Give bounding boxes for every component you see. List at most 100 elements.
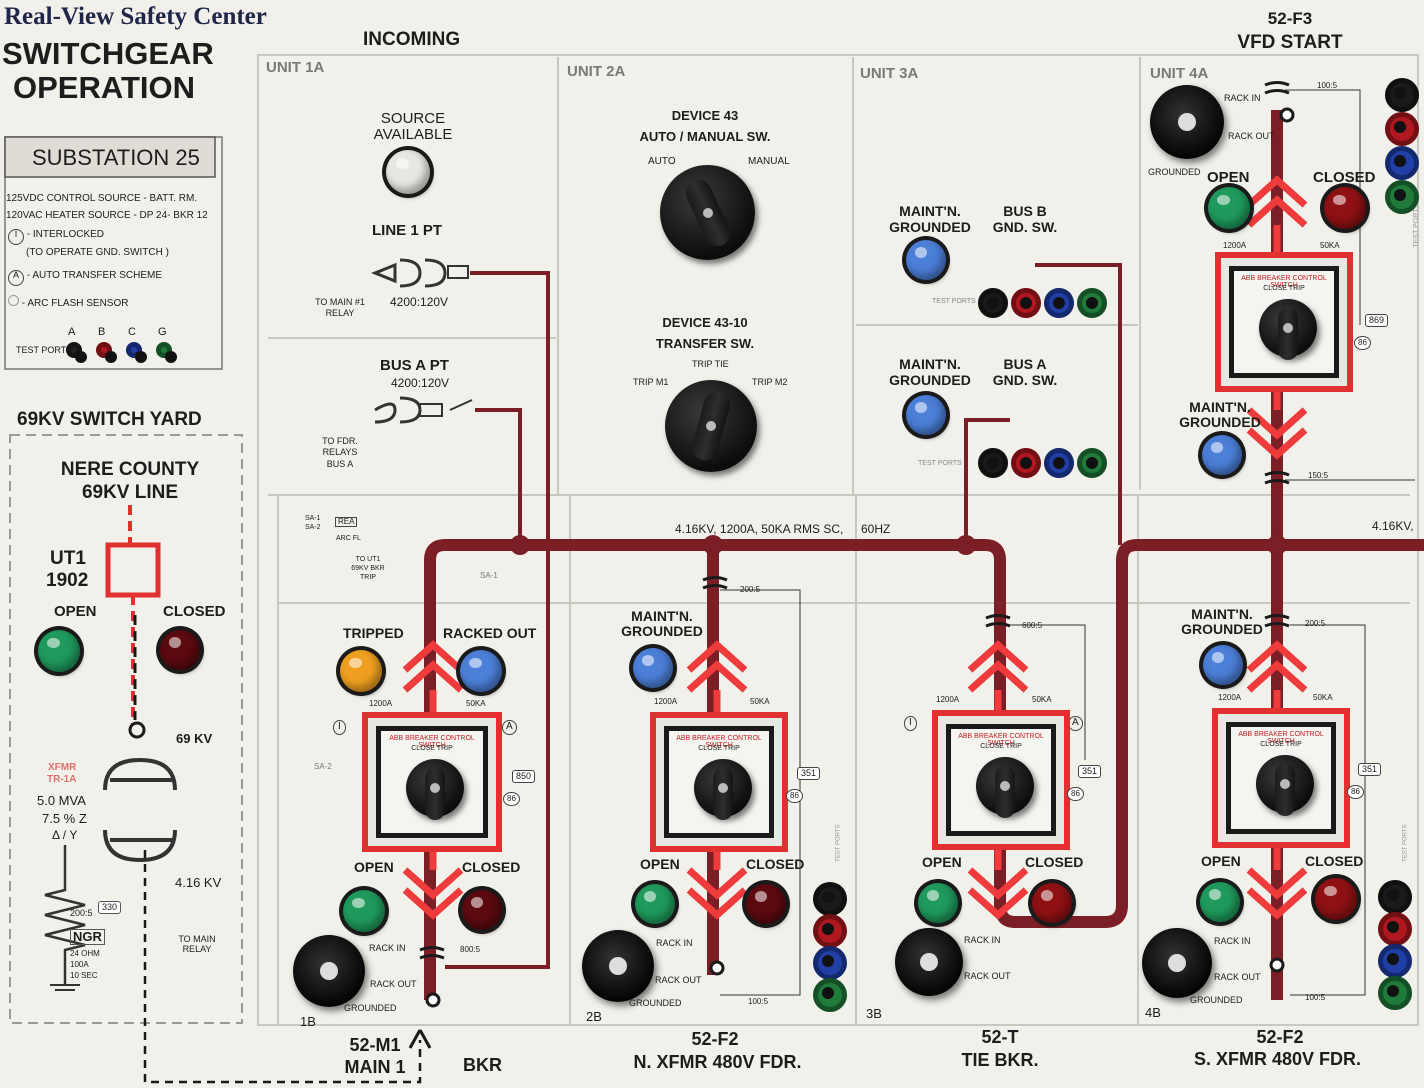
- bus-a-test-port-b[interactable]: [1011, 448, 1041, 478]
- tie-breaker-control-switch[interactable]: ABB BREAKER CONTROL SWITCH CLOSE TRIP: [932, 710, 1070, 850]
- unit-4a-test-port-c[interactable]: [1385, 146, 1419, 180]
- main-1-lockout-86: 86: [503, 792, 520, 807]
- device-43-10-label: DEVICE 43-10: [662, 315, 748, 330]
- fdr-s-rack-out-label: RACK OUT: [1214, 972, 1261, 982]
- trip-m1-label: TRIP M1: [633, 377, 669, 387]
- unit-4a-test-port-g[interactable]: [1385, 180, 1419, 214]
- port-letter-b: B: [98, 326, 106, 338]
- fdr-s-amps: 1200A: [1218, 693, 1242, 702]
- fdr-n-control-knob[interactable]: [694, 759, 752, 820]
- main-1-rack-out-label: RACK OUT: [370, 979, 417, 989]
- unit-4a-amps: 1200A: [1223, 241, 1247, 250]
- bus-a-test-port-g[interactable]: [1077, 448, 1107, 478]
- fdr-n-grounded-label: GROUNDED: [629, 998, 682, 1008]
- auto-manual-selector-switch[interactable]: [660, 165, 755, 260]
- tie-racking-key-lock[interactable]: [895, 928, 963, 996]
- fdr-s-open-lamp: [1200, 882, 1240, 922]
- unit-4a-grounded-label: GROUNDED: [1148, 167, 1201, 177]
- unit-4a-breaker-control-switch[interactable]: ABB BREAKER CONTROL SWITCH CLOSE TRIP: [1215, 252, 1353, 392]
- legend-port-g[interactable]: [156, 342, 177, 363]
- fdr-s-racking-key-lock[interactable]: [1142, 928, 1212, 998]
- rea-relay: REA: [335, 517, 358, 528]
- unit-4a-rack-out-label: RACK OUT: [1228, 131, 1275, 141]
- ngr-relay-number: 330: [98, 901, 122, 915]
- unit-4a-lockout-86: 86: [1354, 336, 1371, 351]
- fdr-n-test-port-g[interactable]: [813, 978, 847, 1012]
- unit-4a-relay-869: 869: [1365, 314, 1389, 328]
- bus-b-test-ports-label: TEST PORTS: [932, 298, 976, 305]
- main-1-open-lamp: [343, 890, 385, 932]
- fdr-s-test-port-g[interactable]: [1378, 976, 1412, 1010]
- bus-a-pt-ratio: 4200:120V: [391, 376, 450, 390]
- unit-4b-label: 4B: [1145, 1005, 1161, 1020]
- abb-caption: ABB BREAKER CONTROL SWITCH: [389, 735, 475, 749]
- breaker-id-1: UT1: [50, 548, 86, 569]
- transfer-selector-switch[interactable]: [665, 380, 757, 472]
- xfmr-label: XFMR: [48, 762, 77, 773]
- unit-4a-test-port-a[interactable]: [1385, 78, 1419, 112]
- tie-closed-label: CLOSED: [1025, 854, 1084, 870]
- bus-a-test-port-a[interactable]: [978, 448, 1008, 478]
- fdr-n-ka: 50KA: [750, 697, 770, 706]
- unit-4a-racking-key-lock[interactable]: [1150, 85, 1224, 159]
- fdr-n-test-port-b[interactable]: [813, 914, 847, 948]
- main-1-tripped-lamp: [340, 650, 382, 692]
- fdr-s-test-ports-label: TEST PORTS: [1402, 824, 1409, 862]
- main-1-control-knob[interactable]: [406, 759, 464, 820]
- abb-caption: ABB BREAKER CONTROL SWITCH: [676, 735, 762, 749]
- bus-frequency-label: 60HZ: [861, 522, 891, 536]
- bus-b-test-port-a[interactable]: [978, 288, 1008, 318]
- fdr-n-test-port-c[interactable]: [813, 946, 847, 980]
- to-fdr-relays-3: BUS A: [326, 459, 354, 469]
- sa2-sensor-label: SA-2: [314, 762, 332, 771]
- legend-port-b[interactable]: [96, 342, 117, 363]
- unit-4a-control-knob[interactable]: [1259, 299, 1317, 360]
- fdr-n-open-lamp: [635, 884, 675, 924]
- abb-caption: ABB BREAKER CONTROL SWITCH: [958, 733, 1044, 747]
- tie-auto-transfer-icon: A: [1068, 716, 1083, 731]
- legend-port-a[interactable]: [66, 342, 87, 363]
- bus-rating-right-label: 4.16KV,: [1372, 519, 1414, 533]
- fdr-n-breaker-control-switch[interactable]: ABB BREAKER CONTROL SWITCH CLOSE TRIP: [650, 712, 788, 852]
- incoming-label: INCOMING: [363, 29, 461, 50]
- unit-2a-label: UNIT 2A: [567, 63, 626, 80]
- fdr-s-control-knob[interactable]: [1256, 755, 1314, 816]
- unit-3b-label: 3B: [866, 1006, 882, 1021]
- bus-b-test-port-c[interactable]: [1044, 288, 1074, 318]
- source-available-lamp: [386, 150, 430, 194]
- unit-1b-label: 1B: [300, 1014, 316, 1029]
- fdr-s-test-port-c[interactable]: [1378, 944, 1412, 978]
- hv-voltage: 69 KV: [176, 731, 213, 746]
- tie-ka: 50KA: [1032, 695, 1052, 704]
- vfd-start-label: VFD START: [1237, 32, 1343, 53]
- fdr-s-breaker-id: 52-F2: [1256, 1027, 1304, 1047]
- ngr-ct-ratio: 200:5: [70, 908, 93, 918]
- bus-b-test-port-g[interactable]: [1077, 288, 1107, 318]
- source-available-line-2: AVAILABLE: [373, 126, 453, 143]
- trip-tie-label: TRIP TIE: [692, 359, 729, 369]
- fdr-s-test-port-a[interactable]: [1378, 880, 1412, 914]
- abb-close-trip: CLOSE TRIP: [1263, 285, 1305, 292]
- to-main-relay-2: RELAY: [182, 944, 212, 954]
- fdr-s-test-port-b[interactable]: [1378, 912, 1412, 946]
- main-1-breaker-control-switch[interactable]: ABB BREAKER CONTROL SWITCH CLOSE TRIP: [362, 712, 502, 852]
- to-main-1-relay-2: RELAY: [325, 308, 355, 318]
- bus-b-test-port-b[interactable]: [1011, 288, 1041, 318]
- port-letter-c: C: [128, 326, 136, 338]
- heater-source-note: 120VAC HEATER SOURCE - DP 24- BKR 12: [6, 210, 208, 221]
- tie-breaker-id: 52-T: [981, 1027, 1019, 1047]
- unit-4a-test-port-b[interactable]: [1385, 112, 1419, 146]
- fdr-n-closed-label: CLOSED: [746, 856, 805, 872]
- bus-a-test-port-c[interactable]: [1044, 448, 1074, 478]
- main-1-racking-key-lock[interactable]: [293, 935, 365, 1007]
- legend-port-c[interactable]: [126, 342, 147, 363]
- abb-close-trip: CLOSE TRIP: [980, 743, 1022, 750]
- fdr-n-test-port-a[interactable]: [813, 882, 847, 916]
- main-1-ka: 50KA: [466, 699, 486, 708]
- legend-interlocked-note: (TO OPERATE GND. SWITCH ): [26, 247, 169, 258]
- tie-breaker-name: TIE BKR.: [961, 1050, 1039, 1070]
- fdr-n-racking-key-lock[interactable]: [582, 930, 654, 1002]
- fdr-s-breaker-control-switch[interactable]: ABB BREAKER CONTROL SWITCH CLOSE TRIP: [1212, 708, 1350, 848]
- tie-control-knob[interactable]: [976, 757, 1034, 818]
